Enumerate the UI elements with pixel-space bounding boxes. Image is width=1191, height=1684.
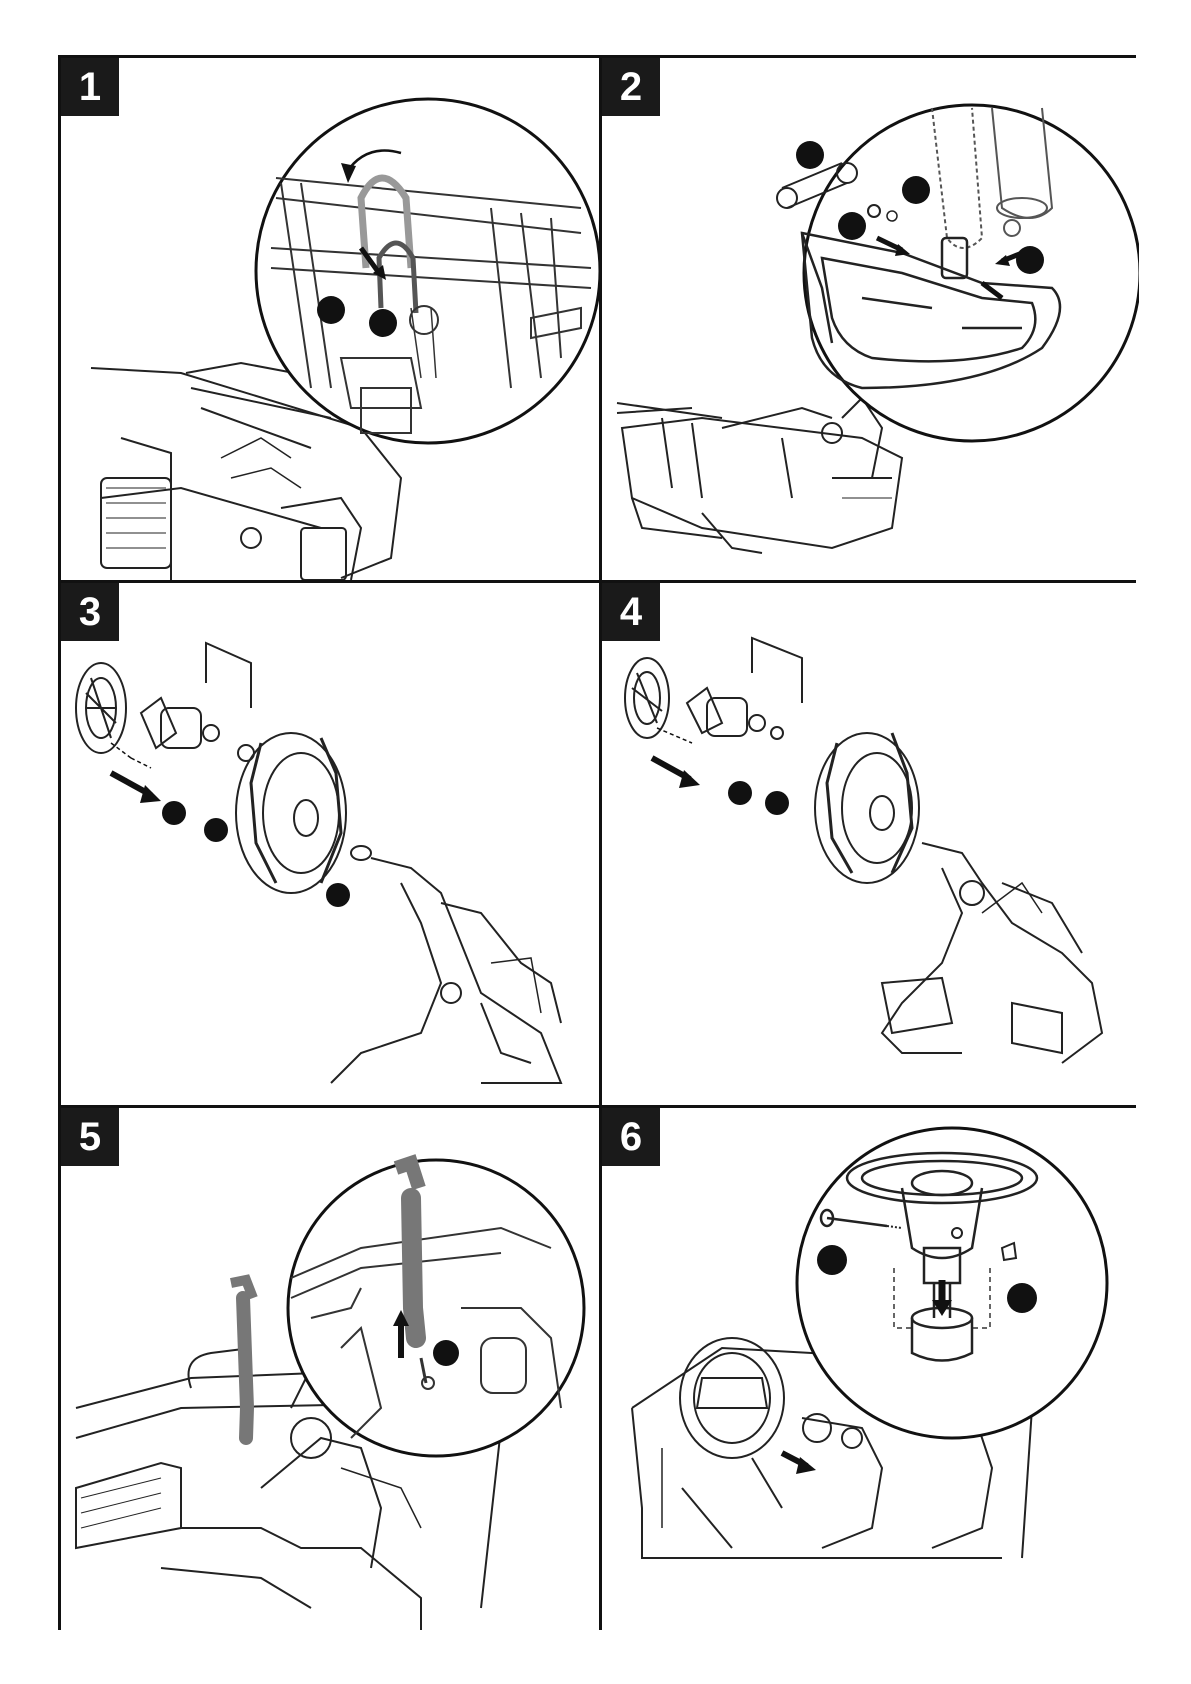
part-callout-circle: [765, 791, 789, 815]
step-5-magnifier: [288, 1160, 584, 1456]
step-number-badge: 4: [602, 583, 660, 641]
step-number-badge: 2: [602, 58, 660, 116]
step-number-badge: 5: [61, 1108, 119, 1166]
part-callout-circle: [1016, 246, 1044, 274]
part-callout-circle: [838, 212, 866, 240]
part-callout-circle: [326, 883, 350, 907]
part-callout-circle: [796, 141, 824, 169]
grid-divider-vertical: [599, 58, 602, 1627]
part-callout-circle: [1007, 1283, 1037, 1313]
step-panel-5: 5: [61, 1108, 599, 1630]
step-5-illustration: [61, 1108, 599, 1630]
step-4-illustration: [602, 583, 1139, 1105]
part-callout-circle: [728, 781, 752, 805]
step-number-badge: 6: [602, 1108, 660, 1166]
part-callout-circle: [369, 309, 397, 337]
step-panel-2: 2: [602, 58, 1139, 580]
part-callout-circle: [433, 1340, 459, 1366]
grid-divider-horizontal: [61, 580, 1133, 583]
step-1-illustration: [61, 58, 599, 580]
step-panel-1: 1: [61, 58, 599, 580]
step-panel-4: 4: [602, 583, 1139, 1105]
step-panel-3: 3: [61, 583, 599, 1105]
step-panel-6: 6: [602, 1108, 1139, 1630]
part-callout-circle: [817, 1245, 847, 1275]
step-number-badge: 1: [61, 58, 119, 116]
step-3-illustration: [61, 583, 599, 1105]
step-2-magnifier: [804, 105, 1139, 441]
step-number-badge: 3: [61, 583, 119, 641]
part-callout-circle: [162, 801, 186, 825]
step-6-illustration: [602, 1108, 1139, 1630]
part-callout-circle: [317, 296, 345, 324]
part-callout-circle: [204, 818, 228, 842]
instruction-sheet: 1: [58, 55, 1136, 1630]
step-2-illustration: [602, 58, 1139, 580]
grid-divider-horizontal: [61, 1105, 1133, 1108]
part-callout-circle: [902, 176, 930, 204]
